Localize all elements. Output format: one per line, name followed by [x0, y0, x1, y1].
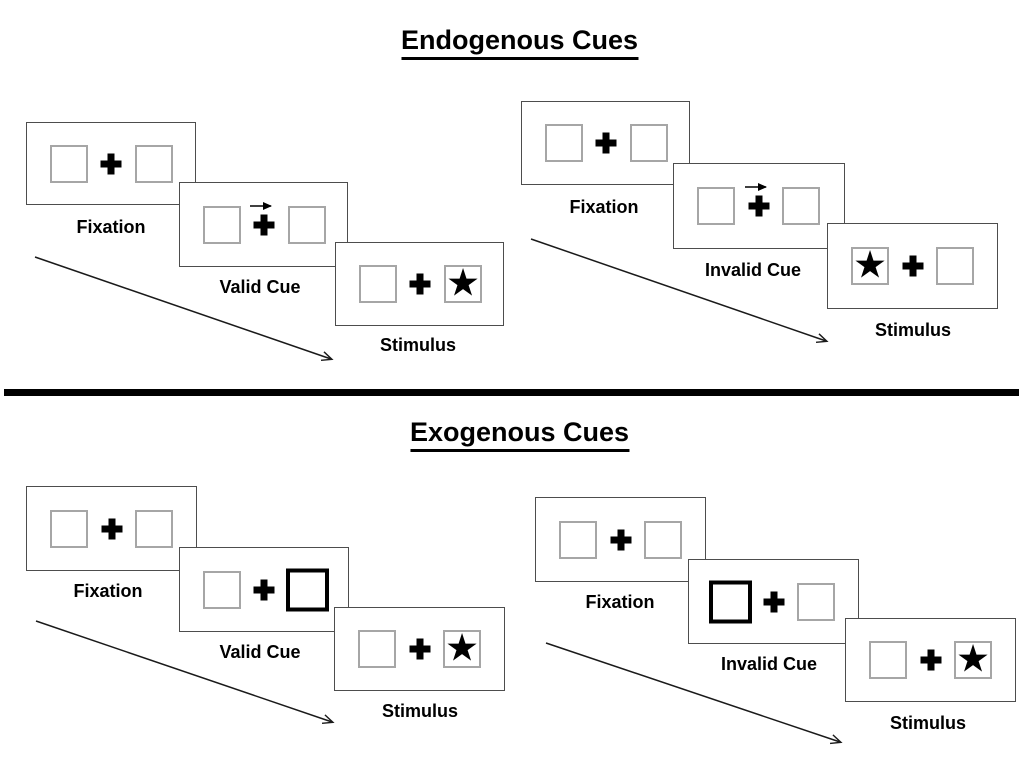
- stimulus-card: ★: [827, 223, 998, 309]
- exogenous-title-text: Exogenous Cues: [409, 417, 630, 452]
- step-label: Stimulus: [874, 320, 952, 340]
- left-box: ★: [851, 242, 889, 287]
- step-label: Fixation: [585, 592, 655, 612]
- step-label: Valid Cue: [219, 642, 301, 662]
- fixation-cross-icon: [920, 649, 941, 671]
- timeline-arrow: [530, 238, 826, 341]
- cue-arrow-right-icon: [745, 183, 767, 191]
- star-stimulus-icon: ★: [955, 636, 991, 681]
- timeline-arrow: [34, 256, 331, 359]
- right-box: [644, 520, 682, 559]
- left-box: [545, 124, 583, 162]
- step-label: Fixation: [76, 217, 146, 237]
- left-box: [50, 144, 88, 183]
- step-label: Invalid Cue: [720, 654, 818, 674]
- fixation-cross-icon: [610, 529, 631, 550]
- fixation-cross-icon: [253, 579, 275, 600]
- stimulus-card: ★: [335, 242, 504, 326]
- right-box: ★: [444, 260, 482, 305]
- cue-highlight-box: [286, 568, 329, 611]
- cue-arrow-right-icon: [249, 201, 272, 210]
- step-label: Valid Cue: [219, 277, 301, 297]
- right-box: [135, 509, 173, 548]
- fixation-card: [535, 497, 706, 582]
- fixation-cross-icon: [409, 638, 430, 660]
- step-label: Fixation: [569, 197, 639, 217]
- endogenous-title-text: Endogenous Cues: [400, 25, 639, 60]
- fixation-card: [26, 486, 197, 571]
- timeline-arrow: [35, 620, 332, 722]
- cue-card: [179, 182, 348, 267]
- cue-card: [688, 559, 859, 644]
- exogenous-title: Exogenous Cues: [409, 417, 630, 452]
- fixation-cross-icon: [748, 195, 770, 217]
- right-box: ★: [954, 636, 992, 681]
- left-box: [869, 641, 907, 679]
- right-box: [630, 124, 668, 162]
- fixation-cross-icon: [902, 255, 923, 277]
- fixation-cross-icon: [253, 214, 274, 235]
- section-divider: [4, 389, 1019, 396]
- fixation-cross-icon: [100, 153, 122, 174]
- endogenous-title: Endogenous Cues: [400, 25, 639, 60]
- stimulus-card: ★: [334, 607, 505, 691]
- fixation-card: [521, 101, 690, 185]
- left-box: [359, 265, 397, 303]
- step-label: Stimulus: [889, 713, 967, 733]
- star-stimulus-icon: ★: [444, 625, 480, 670]
- right-box: [797, 582, 835, 621]
- left-box: [50, 509, 88, 548]
- fixation-card: [26, 122, 196, 205]
- right-box: [135, 144, 173, 183]
- cue-card: [179, 547, 349, 632]
- fixation-cross-icon: [409, 273, 430, 295]
- cue-card: [673, 163, 845, 249]
- step-label: Stimulus: [379, 335, 457, 355]
- right-box: [288, 205, 326, 244]
- left-box: [203, 205, 241, 244]
- step-label: Invalid Cue: [704, 260, 802, 280]
- left-box: [697, 187, 735, 225]
- fixation-cross-icon: [101, 518, 122, 539]
- right-box: [936, 247, 974, 285]
- step-label: Fixation: [73, 581, 143, 601]
- stimulus-card: ★: [845, 618, 1016, 702]
- star-stimulus-icon: ★: [852, 242, 888, 287]
- star-stimulus-icon: ★: [445, 260, 481, 305]
- fixation-cross-icon: [763, 591, 784, 612]
- right-box: ★: [443, 625, 481, 670]
- step-label: Stimulus: [381, 701, 459, 721]
- left-box: [203, 570, 241, 609]
- right-box: [782, 187, 820, 225]
- left-box: [358, 630, 396, 668]
- cue-highlight-box: [709, 580, 752, 623]
- fixation-cross-icon: [595, 132, 616, 154]
- left-box: [559, 520, 597, 559]
